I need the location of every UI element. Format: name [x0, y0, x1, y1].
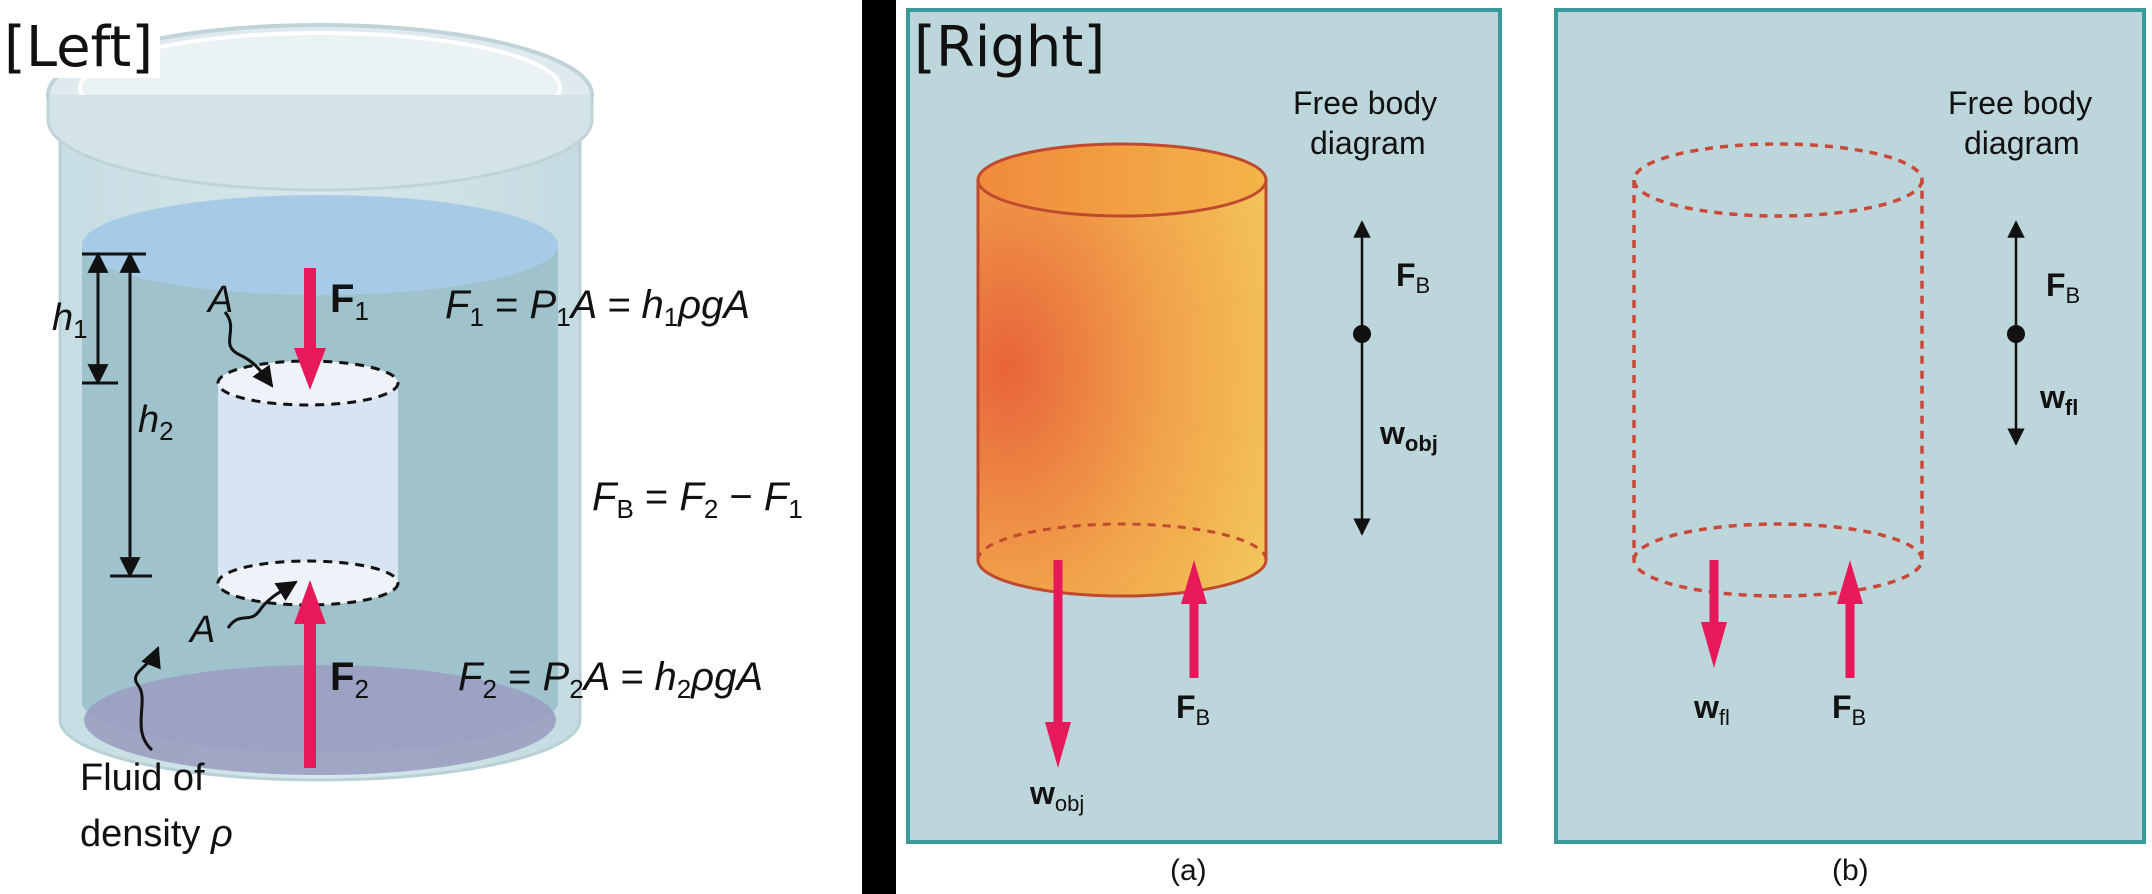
A-top-label: A — [206, 279, 233, 321]
fluid-surface — [82, 195, 558, 295]
fluid-cylinder-outline — [1632, 180, 1924, 598]
A-top-pointer — [223, 311, 274, 388]
panel-b-heading-line2: diagram — [1964, 125, 2080, 161]
panel-b-w-arrow-head — [1701, 622, 1727, 668]
A-bottom-pointer — [226, 580, 298, 629]
fluid-label-line1: Fluid of — [80, 757, 205, 799]
right-tag: [Right] — [914, 15, 1105, 80]
panel-a-w-arrow-head — [1045, 722, 1071, 768]
A-bottom-label: A — [188, 609, 215, 651]
left-panel: h1 h2 A A F1 F2 Fluid of density ρ F1 = … — [0, 12, 803, 855]
beaker-bottom — [84, 665, 556, 775]
equation-FB: FB = F2 − F1 — [592, 475, 803, 524]
panel-b-heading-line1: Free body — [1948, 85, 2092, 121]
fluid-label-line2: density ρ — [80, 813, 233, 855]
fluid-pointer — [134, 646, 161, 752]
right-panel: [Right] Free body diagram FB wobj wobj F… — [906, 8, 2146, 887]
panel-a-fb-arrow-head — [1181, 560, 1207, 604]
equation-F1: F1 = P1A = h1ρgA — [445, 283, 750, 332]
equation-F2: F2 = P2A = h2ρgA — [458, 655, 763, 704]
F2-label: F2 — [330, 655, 369, 704]
left-tag: [Left] — [4, 15, 153, 80]
panel-a-arrow-fb-label: FB — [1176, 689, 1210, 730]
h2-label: h2 — [138, 399, 174, 446]
panel-b-arrow-fb-label: FB — [1832, 689, 1866, 730]
F1-label: F1 — [330, 277, 369, 326]
panel-b-caption: (b) — [1832, 854, 1869, 887]
beaker-rim-band — [46, 95, 594, 192]
panel-a-heading-line1: Free body — [1293, 85, 1437, 121]
fluid-cylinder-top — [1632, 142, 1924, 218]
panel-a-arrow-w-label: wobj — [1029, 775, 1084, 816]
h1-label: h1 — [52, 297, 88, 344]
panel-b-fb-arrow-head — [1837, 560, 1863, 604]
cylinder-body — [218, 383, 398, 583]
panel-a-caption: (a) — [1170, 854, 1207, 887]
panel-a-fbd-w-label: wobj — [1379, 415, 1438, 456]
F1-arrow-head — [294, 348, 326, 390]
panel-b-arrow-w-label: wfl — [1693, 689, 1730, 730]
panel-b-fbd-fb-label: FB — [2046, 267, 2080, 308]
F2-arrow-head — [294, 580, 326, 624]
panel-b-fbd-point — [2007, 325, 2025, 343]
object-cylinder-top — [976, 142, 1268, 218]
panel-a-fbd-fb-label: FB — [1396, 257, 1430, 298]
panel-b — [1554, 8, 2146, 844]
panel-a-heading-line2: diagram — [1310, 125, 1426, 161]
panel-a-fbd-point — [1353, 325, 1371, 343]
panel-b-fbd-w-label: wfl — [2039, 379, 2078, 420]
object-cylinder — [976, 178, 1268, 598]
divider — [862, 0, 896, 894]
